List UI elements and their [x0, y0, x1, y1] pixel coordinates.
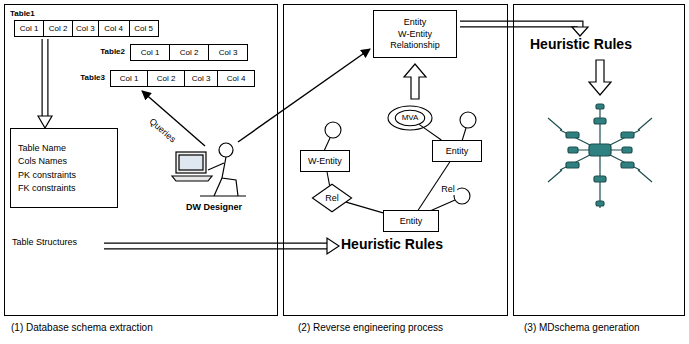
designer-arrow: [238, 49, 370, 142]
edge-label: Rel: [439, 185, 457, 195]
node-text: W-Entity: [308, 156, 342, 166]
table-cell: Col 3: [184, 70, 218, 87]
table-name: Table3: [80, 73, 105, 82]
table-cell: Col 3: [72, 20, 99, 37]
table-cell: Col 3: [208, 44, 248, 61]
actor-label: DW Designer: [186, 203, 242, 213]
star-schema: [548, 104, 652, 208]
table-cell: Col 2: [147, 70, 185, 87]
stage-caption: (1) Database schema extraction: [11, 322, 153, 333]
concept-box: EntityW-EntityRelationship: [373, 10, 457, 58]
node-text: Rel: [325, 193, 339, 203]
queries-arrow: [142, 91, 205, 146]
stage-panel: (2) Reverse engineering processEntityW-E…: [283, 4, 508, 316]
table-cell: Col 1: [14, 20, 44, 37]
hollow-up-arrow: [404, 64, 426, 99]
node-text: Table Name: [18, 143, 66, 153]
connector: [327, 172, 330, 186]
entity-box: Entity: [432, 140, 482, 162]
table-row: Table2Col 1Col 2Col 3: [130, 44, 248, 61]
relationship-diamond: Rel: [312, 184, 352, 212]
table-row: Table3Col 1Col 2Col 3Col 4: [110, 70, 255, 87]
connector: [346, 202, 383, 213]
to-heuristic-arrow: [459, 24, 588, 36]
arrow-label: Queries: [147, 117, 177, 145]
node-text: Relationship: [390, 40, 440, 50]
connector: [419, 124, 441, 140]
table-cell: Col 4: [98, 20, 130, 37]
table-cell: Col 1: [130, 44, 170, 61]
mva-ellipse: MVA: [395, 110, 425, 126]
table-name: Table2: [100, 47, 125, 56]
structures-arrow: [103, 238, 339, 254]
connector: [38, 38, 52, 128]
node-text: MVA: [402, 113, 419, 122]
designer-figure: [172, 143, 246, 196]
stage-caption: (3) MDschema generation: [524, 322, 640, 333]
table-cell: Col 2: [43, 20, 73, 37]
node-text: Entity: [404, 17, 427, 27]
table-cell: Col 1: [110, 70, 148, 87]
table-row: Table1Col 1Col 2Col 3Col 4Col 5: [14, 20, 159, 37]
table-name: Table1: [10, 9, 35, 18]
stage-caption: (2) Reverse engineering process: [298, 322, 443, 333]
node-text: Cols Names: [18, 156, 67, 166]
table-cell: Col 4: [217, 70, 255, 87]
node-text: FK constraints: [18, 183, 76, 193]
table-cell: Col 5: [129, 20, 159, 37]
node-text: Entity: [446, 146, 469, 156]
node-text: W-Entity: [398, 29, 432, 39]
structure-box: Table NameCols Names PK constraints FK con…: [10, 128, 118, 208]
table-cell: Col 2: [169, 44, 209, 61]
rules-label: Heuristic Rules: [341, 237, 443, 252]
structure-label: Table Structures: [12, 238, 77, 248]
stage-panel: (1) Database schema extractionTable1Col …: [4, 4, 278, 316]
node-text: PK constraints: [18, 170, 76, 180]
weak-entity-box: W-Entity: [300, 150, 350, 172]
hollow-down-arrow: [589, 60, 611, 95]
rules-label: Heuristic Rules: [530, 37, 632, 52]
entity-box: Entity: [383, 210, 439, 232]
node-text: Entity: [400, 216, 423, 226]
